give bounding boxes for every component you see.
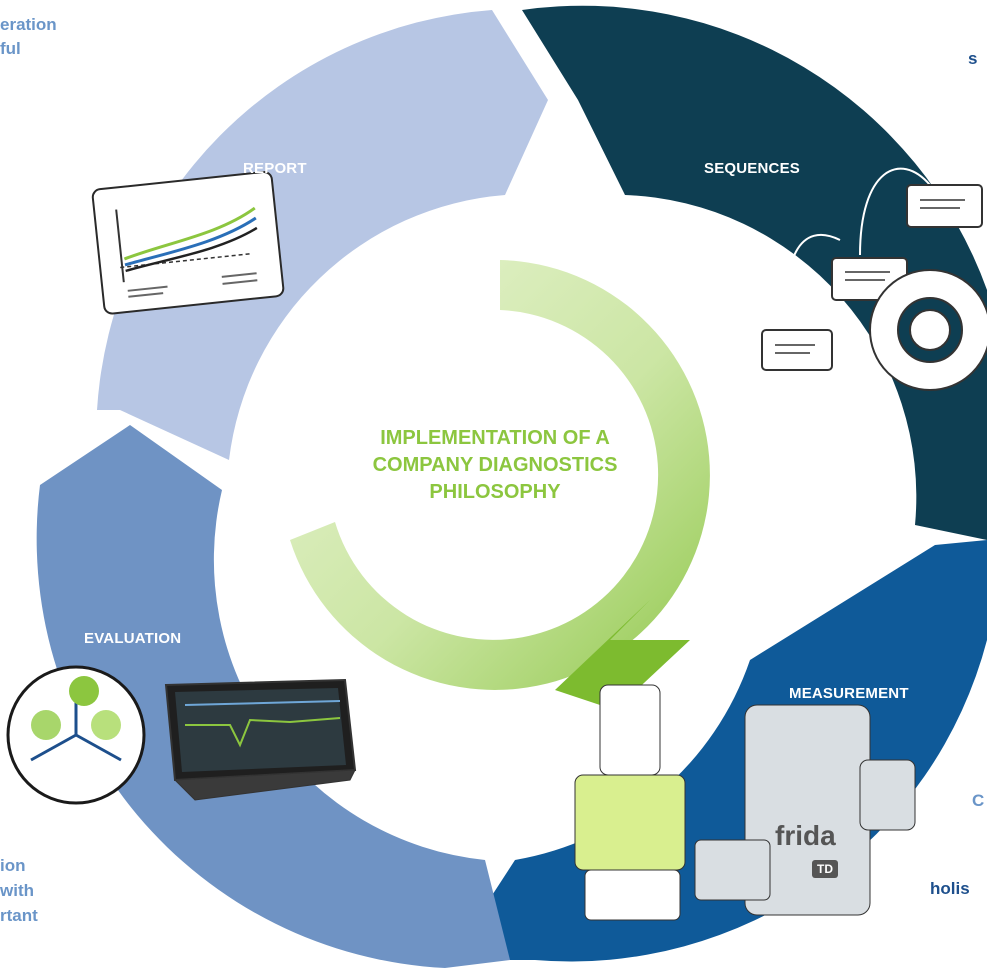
sad-face-icon [91, 710, 121, 740]
edge-text-right-mid: C [972, 791, 985, 810]
center-title-line-1: IMPLEMENTATION OF A [380, 427, 610, 449]
report-card-illustration [91, 170, 285, 315]
segment-label-measurement: MEASUREMENT [789, 685, 909, 702]
edge-text-top-right: s [968, 49, 978, 68]
neutral-face-icon [31, 710, 61, 740]
center-title-line-2: COMPANY DIAGNOSTICS [372, 454, 618, 476]
edge-text-top-left-1: eration [0, 15, 57, 34]
happy-face-icon [69, 676, 99, 706]
device-badge: TD [812, 860, 838, 878]
measurement-devices-illustration [574, 684, 916, 921]
center-arrow-head [555, 600, 690, 710]
edge-text-bottom-left-3: rtant [0, 906, 38, 925]
segment-label-evaluation: EVALUATION [84, 630, 182, 647]
evaluation-segment [36, 425, 510, 968]
edge-text-right-bottom: holis [930, 879, 970, 898]
rating-circle [6, 665, 146, 805]
edge-text-bottom-left-2: with [0, 881, 34, 900]
report-segment [97, 10, 548, 460]
segment-label-report: REPORT [243, 160, 307, 177]
center-title-line-3: PHILOSOPHY [429, 481, 561, 503]
edge-text-bottom-left-1: ion [0, 856, 26, 875]
center-title: IMPLEMENTATION OF A COMPANY DIAGNOSTICS … [340, 425, 650, 506]
laptop-illustration [164, 678, 357, 801]
edge-text-top-left-2: ful [0, 39, 21, 58]
device-brand-label: frida [775, 820, 836, 851]
segment-label-sequences: SEQUENCES [704, 160, 800, 177]
gear-icon [869, 269, 987, 391]
sequences-segment [522, 5, 987, 540]
